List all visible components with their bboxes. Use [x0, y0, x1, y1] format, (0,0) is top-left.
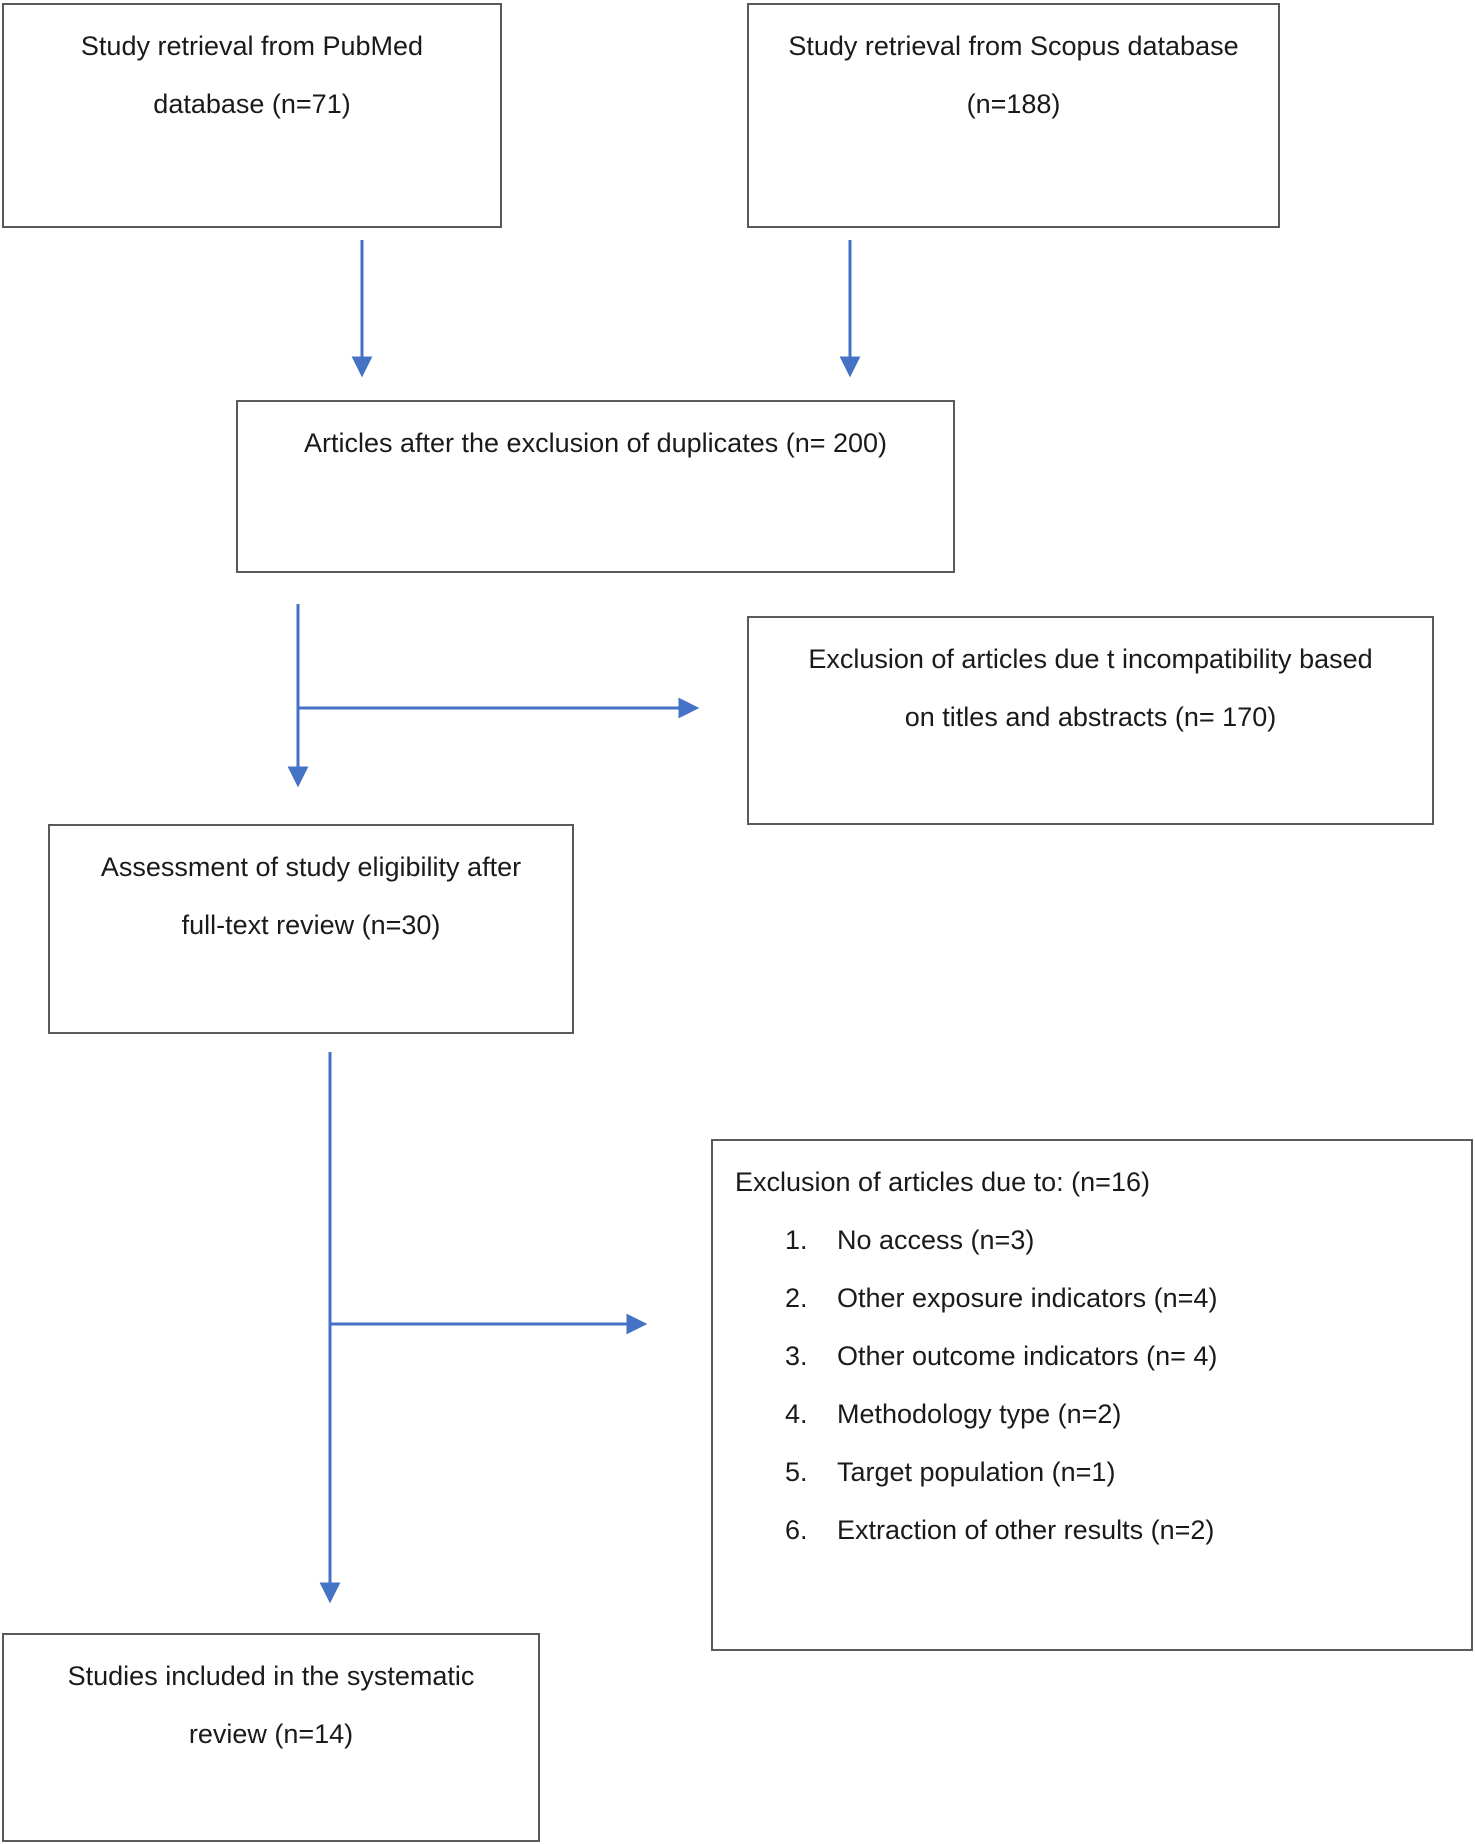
studies-included-line-1: Studies included in the systematic: [67, 1661, 475, 1691]
scopus-retrieval-box: Study retrieval from Scopus database (n=…: [747, 3, 1280, 228]
excluded-fulltext-box: Exclusion of articles due to: (n=16) 1. …: [711, 1139, 1473, 1651]
studies-included-text: Studies included in the systematic revie…: [18, 1647, 524, 1763]
excluded-titles-abstracts-box: Exclusion of articles due t incompatibil…: [747, 616, 1434, 825]
arrowhead-to-excluded-titles: [678, 697, 700, 719]
after-duplicates-box: Articles after the exclusion of duplicat…: [236, 400, 955, 573]
exclusion-reason-number: 5.: [785, 1457, 808, 1487]
exclusion-reason-number: 2.: [785, 1283, 808, 1313]
excluded-titles-abstracts-text: Exclusion of articles due t incompatibil…: [763, 630, 1418, 746]
arrowhead-duplicates-to-eligibility: [287, 766, 309, 788]
arrowhead-eligibility-to-included: [319, 1582, 341, 1604]
pubmed-retrieval-box: Study retrieval from PubMed database (n=…: [2, 3, 502, 228]
arrowhead-pubmed-to-duplicates: [351, 356, 373, 378]
exclusion-reason-text: Methodology type (n=2): [837, 1399, 1122, 1429]
excluded-titles-line-2: on titles and abstracts (n= 170): [904, 702, 1277, 732]
pubmed-retrieval-text: Study retrieval from PubMed database (n=…: [18, 17, 486, 133]
exclusion-reason-text: Other outcome indicators (n= 4): [837, 1341, 1218, 1371]
pubmed-line-2: database (n=71): [153, 89, 351, 119]
exclusion-reason-text: No access (n=3): [837, 1225, 1035, 1255]
exclusion-reason-number: 3.: [785, 1341, 808, 1371]
arrowhead-scopus-to-duplicates: [839, 356, 861, 378]
exclusion-reason-number: 6.: [785, 1515, 808, 1545]
after-duplicates-text: Articles after the exclusion of duplicat…: [252, 414, 939, 472]
studies-included-line-2: review (n=14): [188, 1719, 354, 1749]
excluded-titles-line-1: Exclusion of articles due t incompatibil…: [808, 644, 1373, 674]
exclusion-reason-number: 4.: [785, 1399, 808, 1429]
studies-included-box: Studies included in the systematic revie…: [2, 1633, 540, 1842]
scopus-retrieval-text: Study retrieval from Scopus database (n=…: [763, 17, 1264, 133]
eligibility-assessment-text: Assessment of study eligibility after fu…: [64, 838, 558, 954]
after-duplicates-line-1: Articles after the exclusion of duplicat…: [303, 428, 888, 458]
exclusion-reason-text: Target population (n=1): [837, 1457, 1116, 1487]
exclusion-reason-text: Extraction of other results (n=2): [837, 1515, 1215, 1545]
scopus-line-2: (n=188): [966, 89, 1061, 119]
pubmed-line-1: Study retrieval from PubMed: [80, 31, 424, 61]
eligibility-line-2: full-text review (n=30): [181, 910, 441, 940]
eligibility-line-1: Assessment of study eligibility after: [100, 852, 522, 882]
scopus-line-1: Study retrieval from Scopus database: [788, 31, 1239, 61]
exclusion-reason-number: 1.: [785, 1225, 808, 1255]
arrowhead-to-excluded-fulltext: [626, 1313, 648, 1335]
excluded-fulltext-title: Exclusion of articles due to: (n=16): [735, 1167, 1150, 1197]
exclusion-reason-text: Other exposure indicators (n=4): [837, 1283, 1218, 1313]
eligibility-assessment-box: Assessment of study eligibility after fu…: [48, 824, 574, 1034]
